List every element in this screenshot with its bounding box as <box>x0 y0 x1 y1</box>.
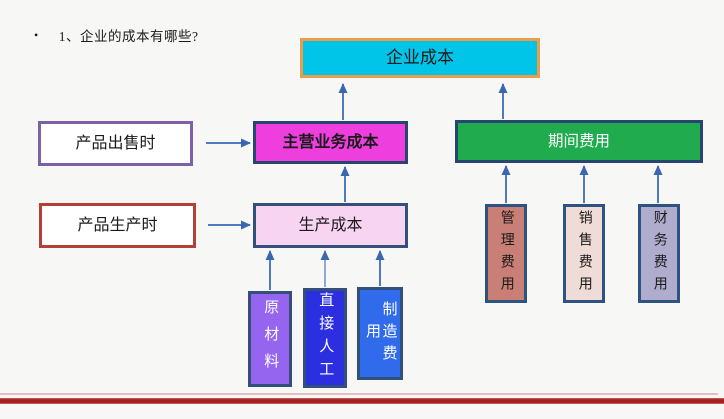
divider-line-thick <box>0 398 724 404</box>
question-line: • 1、企业的成本有哪些? <box>34 25 198 45</box>
node-main-business-cost: 主营业务成本 <box>253 121 408 164</box>
node-manufacturing-overhead: 制造费用 <box>357 287 403 380</box>
node-selling-expense: 销售费用 <box>563 204 605 303</box>
node-production-cost: 生产成本 <box>253 203 408 248</box>
node-raw-material: 原材料 <box>248 291 292 387</box>
node-when-product-sold: 产品出售时 <box>38 121 193 166</box>
node-when-product-produced: 产品生产时 <box>39 203 196 248</box>
node-finance-expense: 财务费用 <box>638 204 680 303</box>
question-text: 1、企业的成本有哪些? <box>58 29 199 44</box>
bullet-icon: • <box>34 27 39 42</box>
node-direct-labor: 直接人工 <box>303 288 347 388</box>
node-enterprise-cost: 企业成本 <box>300 38 540 78</box>
node-admin-expense: 管理费用 <box>485 204 527 303</box>
node-period-expense: 期间费用 <box>455 120 703 163</box>
divider-line-thin <box>0 393 718 395</box>
